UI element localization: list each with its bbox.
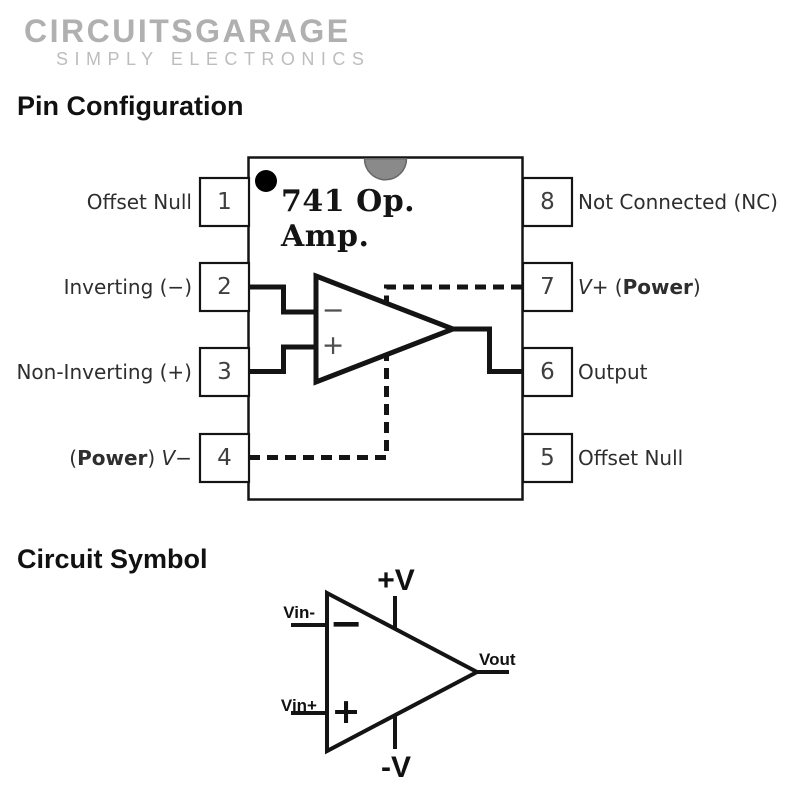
chip-inverting-minus-sign: − <box>321 295 345 326</box>
pin-label-7: V+ (Power) <box>578 275 701 299</box>
pin-number-2: 2 <box>217 274 232 300</box>
wire-pin3-noninverting <box>249 344 314 374</box>
wire-pin4-vminus-dashed <box>249 355 389 460</box>
opamp-triangle-symbol <box>325 589 482 755</box>
brand-tagline: SIMPLY ELECTRONICS <box>56 49 371 69</box>
pin-box-5 <box>521 432 574 484</box>
pin-box-6 <box>521 346 574 398</box>
symbol-vminus-label: -V <box>381 751 411 784</box>
symbol-vin-minus-label: Vin- <box>283 603 315 622</box>
wire-pin6-output <box>450 326 522 374</box>
chip-notch <box>363 158 408 181</box>
brand-logo: CIRCUITSGARAGE <box>24 13 351 49</box>
circuit-symbol-heading: Circuit Symbol <box>17 544 208 574</box>
pin-number-8: 8 <box>540 189 555 215</box>
pin-box-3 <box>198 346 251 398</box>
pin-number-1: 1 <box>217 189 232 215</box>
pin-box-1 <box>198 176 251 228</box>
pin-label-6: Output <box>578 360 648 384</box>
pin-number-7: 7 <box>540 274 555 300</box>
pin-label-2: Inverting (−) <box>63 275 192 299</box>
pin-box-8 <box>521 176 574 228</box>
pin-label-5: Offset Null <box>578 446 684 470</box>
symbol-noninverting-plus-sign: + <box>331 692 361 732</box>
symbol-vin-plus-label: Vin+ <box>280 696 317 715</box>
pin-label-8: Not Connected (NC) <box>578 190 778 214</box>
pin-number-6: 6 <box>540 359 555 385</box>
pin-label-1: Offset Null <box>86 190 192 214</box>
pin1-indicator-dot <box>255 170 277 192</box>
pin-label-4: (Power) V− <box>69 446 192 470</box>
pin-number-3: 3 <box>217 359 232 385</box>
pin-number-5: 5 <box>540 445 555 471</box>
wire-pin2-inverting <box>249 284 314 315</box>
symbol-inverting-minus-sign: − <box>329 601 363 647</box>
symbol-vout-label: Vout <box>479 650 516 669</box>
symbol-vplus-label: +V <box>377 564 415 597</box>
chip-title: 741 Op. Amp. <box>281 184 416 254</box>
pin-configuration-heading: Pin Configuration <box>17 91 244 121</box>
pin-label-3: Non-Inverting (+) <box>16 360 192 384</box>
pin-box-7 <box>521 261 574 313</box>
pin-number-4: 4 <box>217 445 232 471</box>
wire-pin7-vplus-dashed <box>384 284 522 303</box>
chip-noninverting-plus-sign: + <box>321 330 345 361</box>
